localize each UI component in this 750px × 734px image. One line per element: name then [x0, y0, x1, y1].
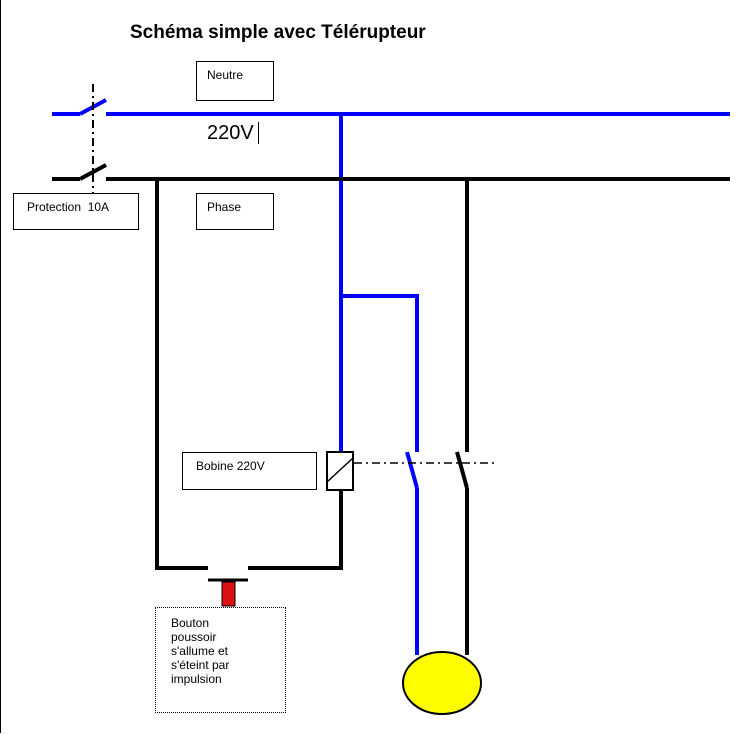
note-line: poussoir — [171, 630, 217, 644]
phase-label-box: Phase — [196, 193, 274, 230]
phase-breaker-contact — [79, 163, 107, 181]
push-button-note: Bouton poussoir s'allume et s'éteint par… — [155, 607, 286, 713]
neutre-label-box: Neutre — [196, 61, 274, 101]
push-button-symbol — [208, 578, 248, 607]
bobine-label-box: Bobine 220V — [182, 452, 317, 490]
phase-wire — [52, 177, 730, 655]
note-line: s'allume et — [171, 644, 228, 658]
protection-label-box: Protection 10A — [13, 193, 139, 230]
text-cursor — [258, 122, 259, 144]
neutre-label: Neutre — [207, 68, 244, 82]
coil-symbol — [326, 451, 354, 491]
phase-label: Phase — [207, 200, 242, 214]
protection-label: Protection 10A — [27, 200, 110, 214]
neutral-wire — [52, 112, 730, 655]
relay-contact-neutral — [405, 451, 419, 489]
bobine-label: Bobine 220V — [196, 459, 265, 473]
note-line: impulsion — [171, 672, 222, 686]
diagram-title: Schéma simple avec Télérupteur — [130, 22, 426, 43]
relay-contact-phase — [455, 451, 469, 489]
lamp-symbol — [402, 651, 482, 715]
note-line: s'éteint par — [171, 658, 230, 672]
voltage-label: 220V — [207, 122, 254, 144]
note-line: Bouton — [171, 616, 210, 630]
